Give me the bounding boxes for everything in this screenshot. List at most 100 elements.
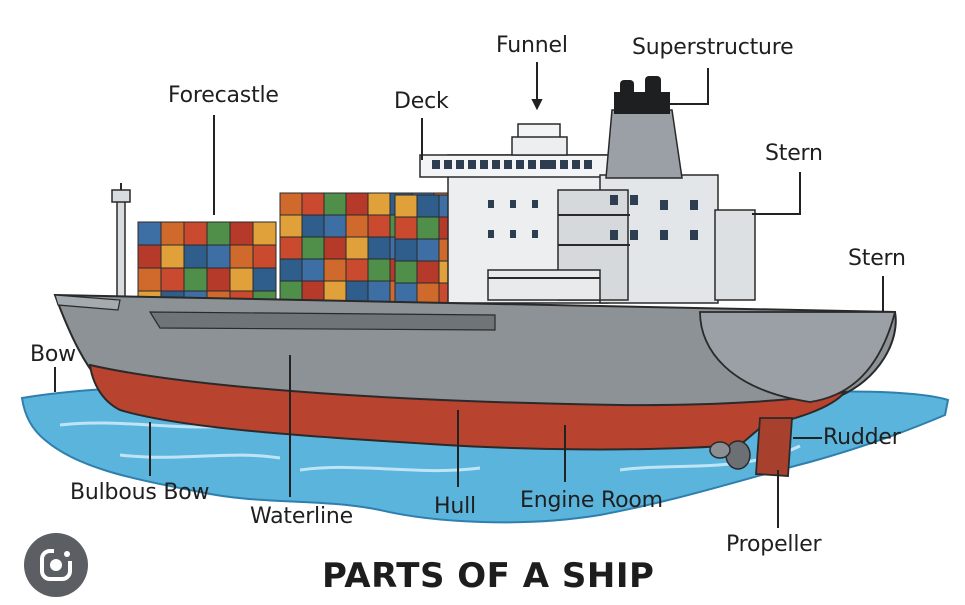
bridge-windows xyxy=(432,160,698,240)
window xyxy=(488,200,494,208)
container-box xyxy=(345,214,369,238)
propeller-shape xyxy=(709,440,751,470)
container-box xyxy=(206,221,231,246)
label-superstructure: Superstructure xyxy=(632,35,794,60)
container-box xyxy=(323,258,347,282)
container-box xyxy=(345,192,369,216)
window xyxy=(610,195,618,205)
label-stern-lower: Stern xyxy=(848,246,906,271)
container-box xyxy=(301,236,325,260)
container-box xyxy=(394,194,418,218)
container-box xyxy=(137,244,162,269)
container-box xyxy=(323,236,347,260)
container-box xyxy=(229,244,254,269)
container-box xyxy=(279,214,303,238)
container-box xyxy=(206,244,231,269)
container-box xyxy=(323,214,347,238)
bow-mast xyxy=(111,183,131,309)
label-deck: Deck xyxy=(394,89,449,114)
container-box xyxy=(416,260,440,284)
rudder-shape xyxy=(755,417,793,477)
window xyxy=(528,160,536,169)
window xyxy=(630,230,638,240)
superstructure-block xyxy=(419,123,756,304)
window xyxy=(510,200,516,208)
leader-lines xyxy=(54,62,884,528)
container-box xyxy=(367,258,391,282)
window xyxy=(488,230,494,238)
window xyxy=(610,230,618,240)
window xyxy=(584,160,592,169)
window xyxy=(572,160,580,169)
container-box xyxy=(394,260,418,284)
container-box xyxy=(394,216,418,240)
label-stern-upper: Stern xyxy=(765,141,823,166)
container-box xyxy=(301,214,325,238)
label-propeller: Propeller xyxy=(726,532,822,557)
label-hull: Hull xyxy=(434,494,476,519)
window xyxy=(660,230,668,240)
container-box xyxy=(416,194,440,218)
window xyxy=(540,160,548,169)
container-box xyxy=(345,258,369,282)
container-box xyxy=(367,214,391,238)
window xyxy=(516,160,524,169)
funnel-stack xyxy=(605,76,683,179)
label-funnel: Funnel xyxy=(496,33,568,58)
container-box xyxy=(279,258,303,282)
container-box xyxy=(252,244,277,269)
label-bow: Bow xyxy=(30,342,76,367)
container-box xyxy=(345,236,369,260)
container-box xyxy=(229,221,254,246)
window xyxy=(480,160,488,169)
container-box xyxy=(160,244,185,269)
container-box xyxy=(367,192,391,216)
window xyxy=(560,160,568,169)
container-box xyxy=(301,192,325,216)
container-box xyxy=(183,244,208,269)
container-box xyxy=(206,267,231,292)
container-box xyxy=(160,267,185,292)
window xyxy=(532,200,538,208)
window xyxy=(504,160,512,169)
label-waterline: Waterline xyxy=(250,504,353,529)
container-box xyxy=(416,238,440,262)
container-box xyxy=(301,258,325,282)
label-forecastle: Forecastle xyxy=(168,83,279,108)
container-box xyxy=(279,236,303,260)
container-box xyxy=(252,267,277,292)
window xyxy=(510,230,516,238)
window xyxy=(690,230,698,240)
container-box xyxy=(183,221,208,246)
container-box xyxy=(183,267,208,292)
container-box xyxy=(279,192,303,216)
container-box xyxy=(160,221,185,246)
window xyxy=(660,200,668,210)
window xyxy=(432,160,440,169)
containers xyxy=(137,192,462,315)
container-box xyxy=(137,267,162,292)
diagram-title: PARTS OF A SHIP xyxy=(322,556,655,596)
hull-shape xyxy=(53,293,897,451)
container-box xyxy=(394,238,418,262)
google-lens-icon xyxy=(40,547,74,581)
google-lens-button[interactable] xyxy=(24,533,88,597)
container-box xyxy=(229,267,254,292)
label-rudder: Rudder xyxy=(823,425,901,450)
container-box xyxy=(367,280,391,304)
window xyxy=(456,160,464,169)
container-box xyxy=(367,236,391,260)
window xyxy=(548,160,556,169)
container-box xyxy=(137,221,162,246)
label-engine-room: Engine Room xyxy=(520,488,663,513)
window xyxy=(468,160,476,169)
window xyxy=(492,160,500,169)
container-box xyxy=(252,221,277,246)
window xyxy=(630,195,638,205)
label-bulbous-bow: Bulbous Bow xyxy=(70,480,210,505)
container-box xyxy=(323,192,347,216)
window xyxy=(690,200,698,210)
container-box xyxy=(345,280,369,304)
window xyxy=(444,160,452,169)
